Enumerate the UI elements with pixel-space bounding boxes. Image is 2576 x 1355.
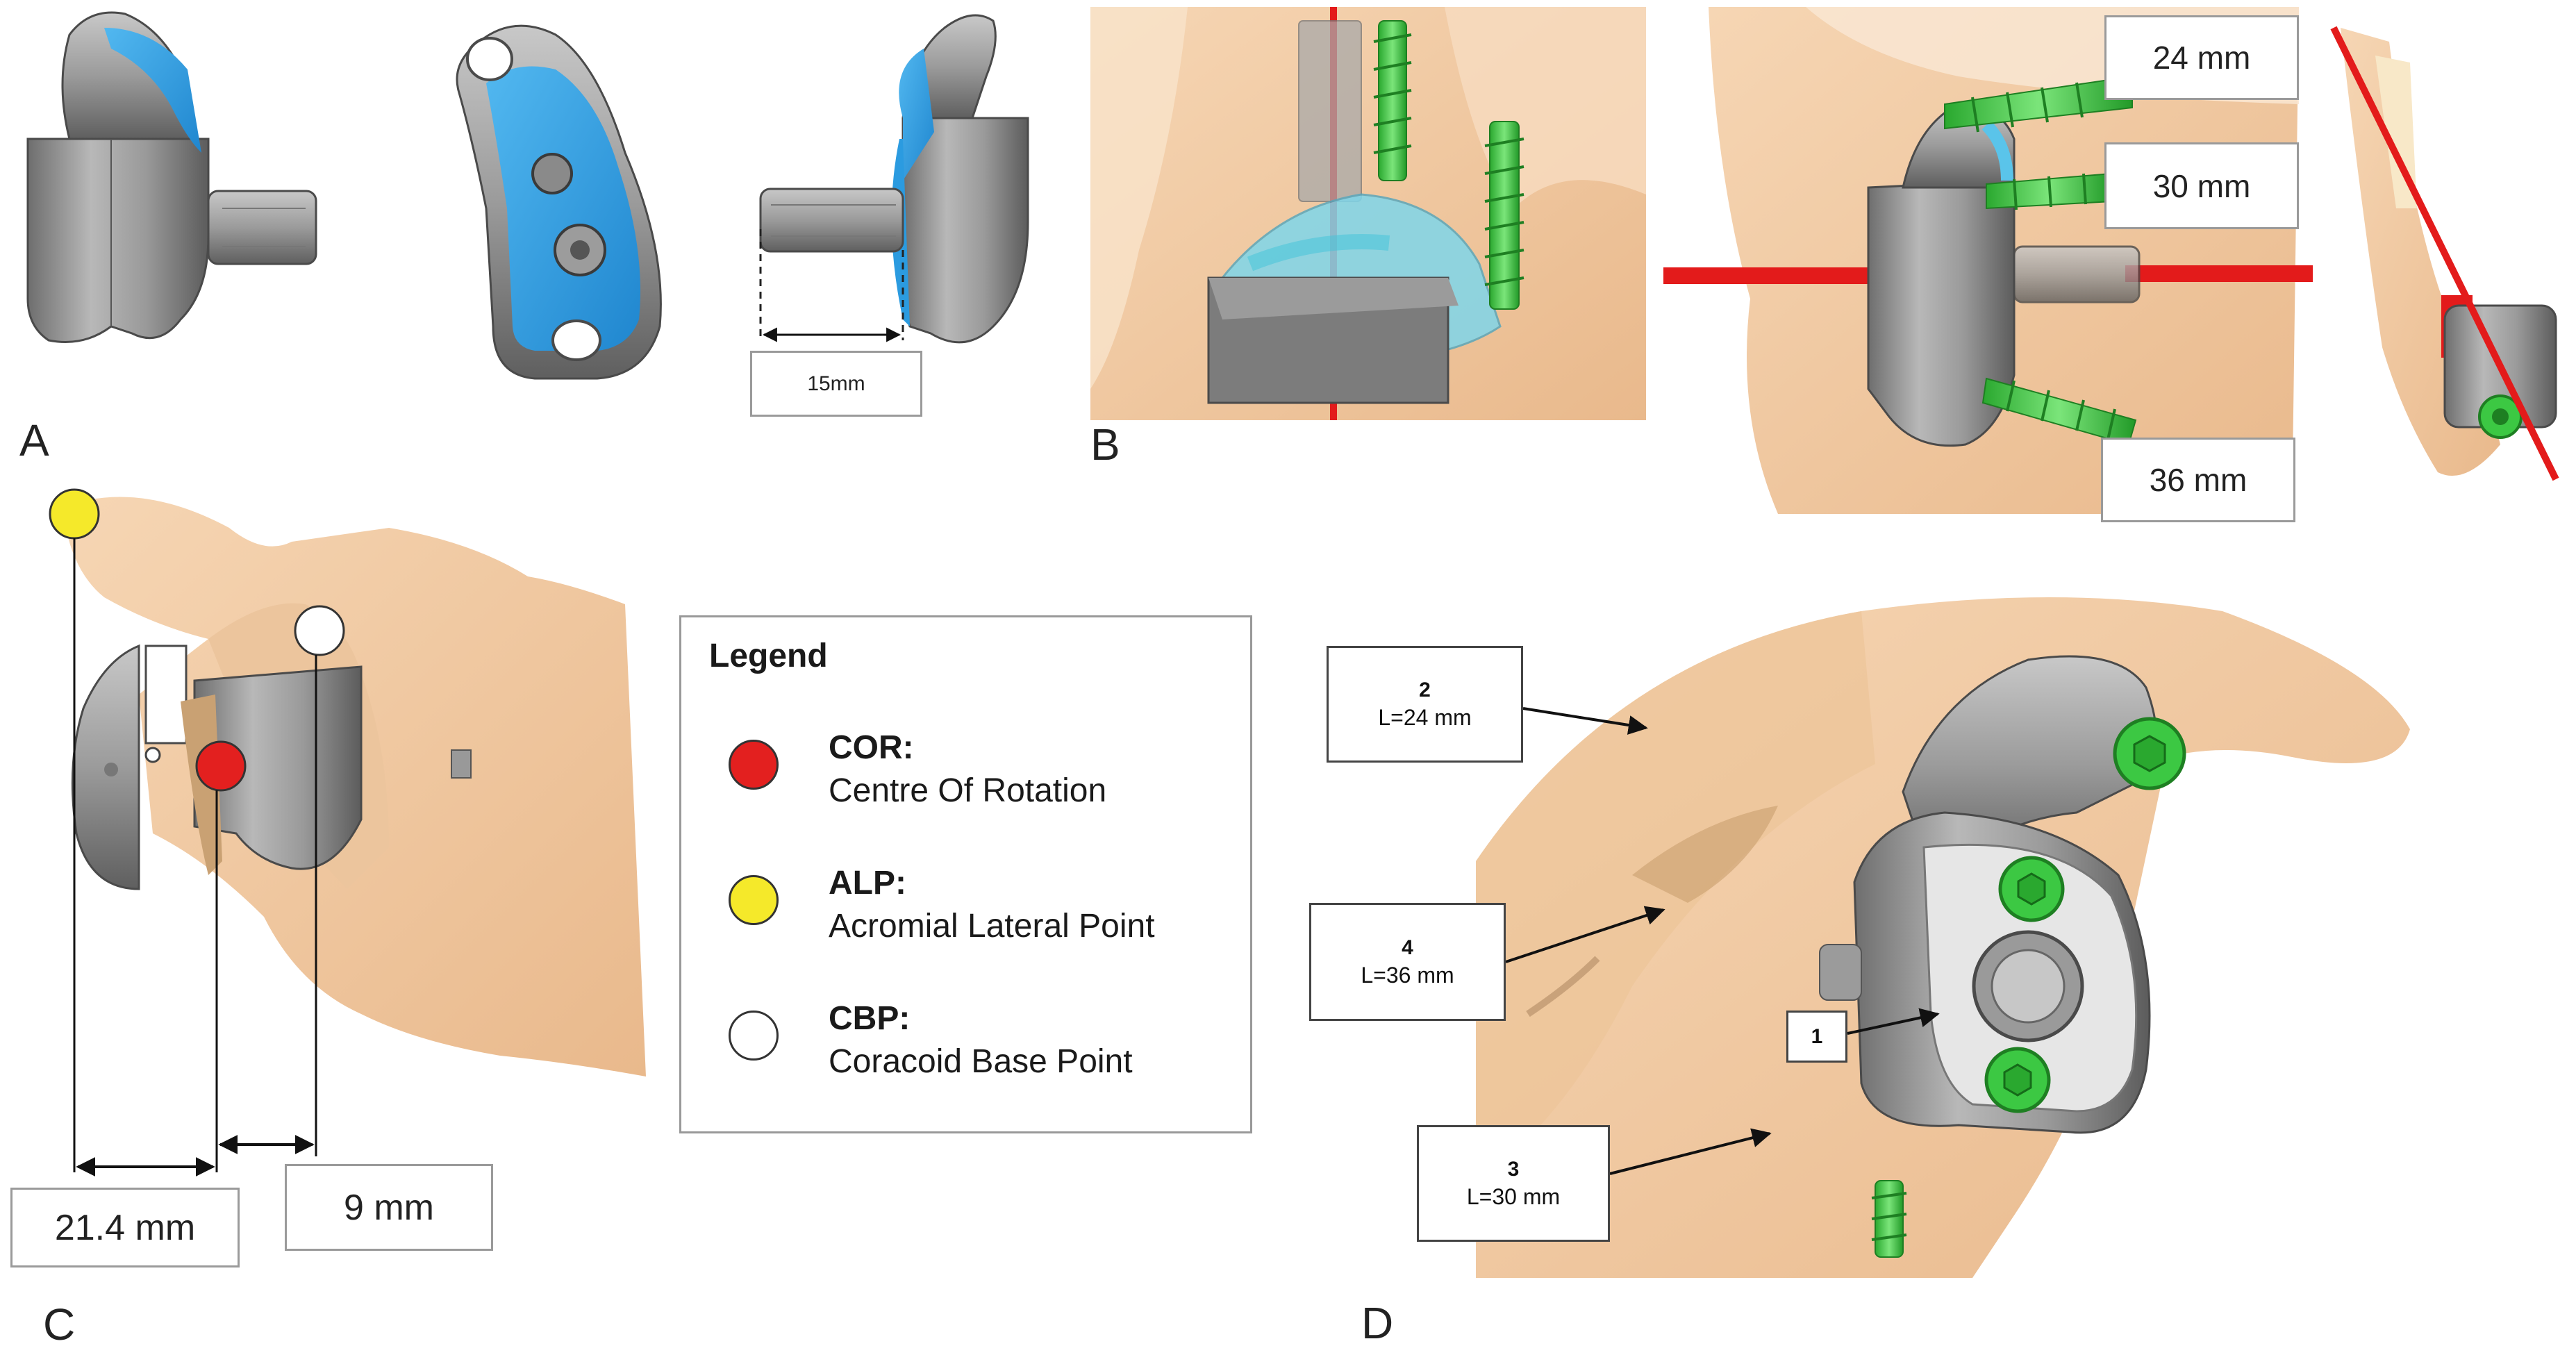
callout-screw-3: 3 L=30 mm (1417, 1125, 1610, 1242)
legend-item-cor: COR: Centre Of Rotation (709, 729, 1237, 833)
panel-label-b: B (1090, 419, 1120, 469)
callout-number: 2 (1419, 678, 1431, 701)
implant-side-view-right (759, 14, 1029, 344)
screw-length-label-2: 30 mm (2104, 142, 2299, 229)
distance-cor-cbp-label: 9 mm (285, 1164, 493, 1251)
legend-desc-cbp: Coracoid Base Point (829, 1043, 1133, 1080)
legend-desc-alp: Acromial Lateral Point (829, 908, 1155, 945)
alp-point (49, 488, 100, 540)
panel-label-a: A (19, 415, 49, 465)
legend-abbr-alp: ALP: (829, 865, 906, 901)
legend: Legend COR: Centre Of Rotation ALP: Acro… (679, 615, 1252, 1133)
callout-screw-4: 4 L=36 mm (1309, 903, 1506, 1021)
legend-abbr-cbp: CBP: (829, 1000, 911, 1037)
panel-b-illustration (1090, 7, 2559, 514)
glenoid-implant-view-1 (1090, 7, 1646, 420)
panel-label-d: D (1361, 1298, 1394, 1348)
cbp-point (294, 605, 345, 656)
peg-length-label: 15mm (750, 351, 922, 417)
alp-swatch (729, 875, 779, 925)
cor-swatch (729, 740, 779, 790)
legend-item-alp: ALP: Acromial Lateral Point (709, 864, 1237, 968)
panel-d-illustration (1476, 597, 2410, 1278)
glenoid-implant-view-3 (2330, 26, 2559, 481)
cor-point (195, 740, 247, 792)
screw-heads (1984, 717, 2186, 1113)
callout-length: L=24 mm (1378, 704, 1472, 730)
screw-length-label-3: 36 mm (2101, 438, 2295, 522)
legend-item-cbp: CBP: Coracoid Base Point (709, 999, 1237, 1104)
panel-a-illustration (26, 11, 1029, 380)
callout-number: 1 (1811, 1025, 1823, 1048)
legend-desc-cor: Centre Of Rotation (829, 772, 1107, 809)
callout-length: L=36 mm (1361, 962, 1454, 988)
legend-abbr-cor: COR: (829, 729, 914, 766)
panel-label-c: C (43, 1299, 76, 1349)
distance-alp-cor-label: 21.4 mm (10, 1188, 240, 1267)
callout-baseplate-1: 1 (1786, 1011, 1847, 1063)
callout-screw-2: 2 L=24 mm (1327, 646, 1523, 763)
callout-number: 3 (1507, 1157, 1520, 1181)
implant-side-view-left (26, 11, 317, 343)
callout-number: 4 (1402, 936, 1413, 959)
panel-c-illustration (49, 488, 646, 1177)
screw-length-label-1: 24 mm (2104, 15, 2299, 100)
callout-length: L=30 mm (1466, 1183, 1561, 1209)
implant-front-view (456, 24, 662, 380)
legend-title: Legend (709, 638, 828, 674)
cbp-swatch (729, 1011, 779, 1061)
